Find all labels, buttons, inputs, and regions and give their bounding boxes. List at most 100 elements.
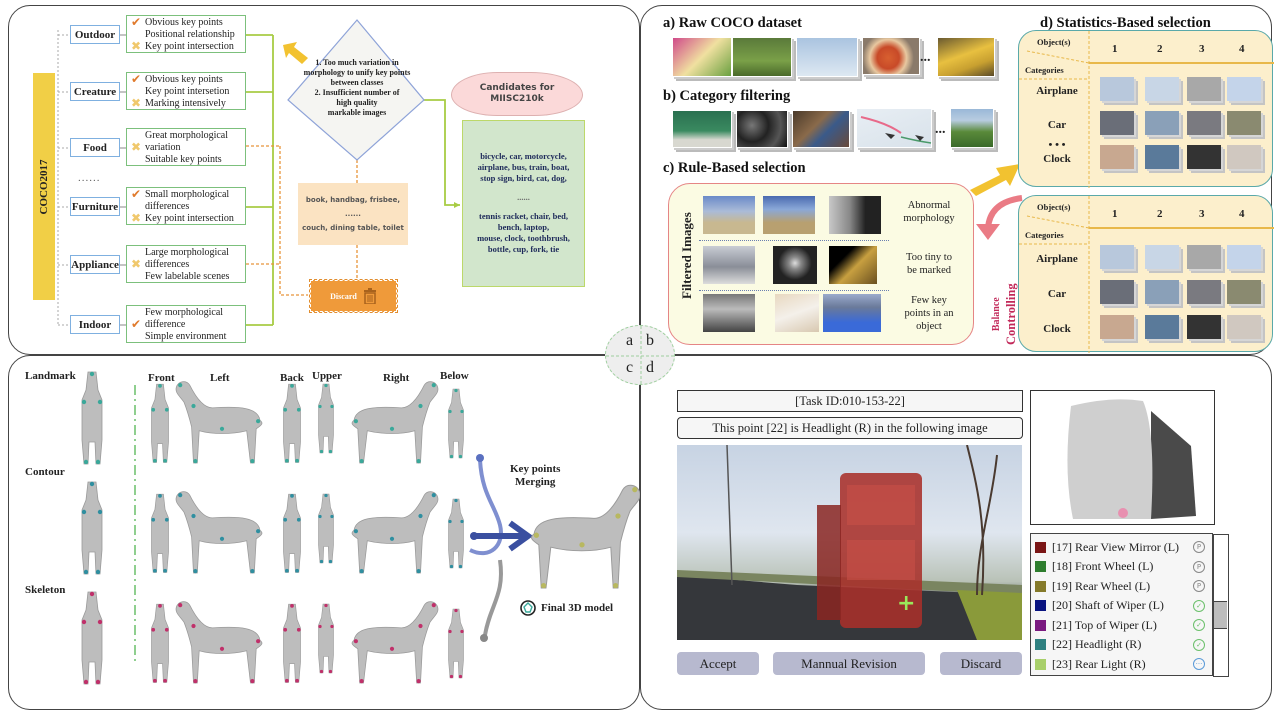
task-id-bar: [Task ID:010-153-22] xyxy=(677,390,1023,412)
stats-thumbnail xyxy=(1187,145,1221,169)
keypoint-dot xyxy=(416,459,421,464)
desc-line: Suitable key points xyxy=(145,154,222,165)
rejected-line: book, handbag, frisbee, xyxy=(305,196,401,204)
stats-thumbnail xyxy=(1187,315,1221,339)
status-in-progress-icon[interactable]: ··· xyxy=(1193,658,1205,670)
keypoint-dot xyxy=(95,679,101,685)
keypoint-dot xyxy=(151,517,156,522)
keypoint-dot xyxy=(283,627,288,632)
panel-b-arrows xyxy=(970,164,1023,240)
rejected-categories-box: book, handbag, frisbee, ...... couch, di… xyxy=(298,183,408,245)
desc-line: Few morphological xyxy=(145,307,224,318)
keypoint-dot xyxy=(330,624,334,629)
keypoint-dot xyxy=(95,459,101,465)
keypoint-dot xyxy=(193,679,198,684)
candidates-cloud: Candidates for MIISC210k xyxy=(452,73,582,115)
keypoint-dot xyxy=(158,604,162,608)
desc-line: differences xyxy=(145,259,190,270)
horse-left-contour xyxy=(175,491,263,574)
keypoint-list-item[interactable]: [17] Rear View Mirror (L)P xyxy=(1035,538,1210,556)
desc-line: Small morphological xyxy=(145,189,230,200)
status-done-icon[interactable]: ✓ xyxy=(1193,619,1205,631)
status-done-icon[interactable]: ✓ xyxy=(1193,638,1205,651)
keypoint-dot xyxy=(418,623,423,629)
keypoint-marker-icon[interactable]: + xyxy=(897,591,916,616)
annotation-image[interactable]: + xyxy=(677,445,1022,640)
pink-curve-arrow-icon xyxy=(985,195,1023,229)
keypoint-list-scrollbar[interactable] xyxy=(1213,534,1229,677)
keypoint-dot xyxy=(97,399,103,405)
status-pending-icon[interactable]: P xyxy=(1193,541,1205,553)
stats-grid-lines xyxy=(1019,196,1274,353)
keypoint-dot xyxy=(250,569,255,574)
merge-line: Key points xyxy=(510,463,561,475)
keypoint-dot xyxy=(290,384,294,388)
stats-thumbnail xyxy=(1145,145,1179,169)
keypoint-list-item[interactable]: [23] Rear Light (R)··· xyxy=(1035,655,1210,673)
stats-thumbnail xyxy=(1100,77,1134,101)
desc-line: Positional relationship xyxy=(145,29,235,40)
horse-main-skeleton xyxy=(81,591,103,685)
check-icon: ✔ xyxy=(131,187,142,201)
keypoint-dot xyxy=(164,407,169,412)
column-header: 4 xyxy=(1239,208,1245,220)
keypoint-list-item[interactable]: [22] Headlight (R)✓ xyxy=(1035,636,1210,654)
keypoint-dot xyxy=(191,623,196,629)
keypoint-dot xyxy=(359,679,364,684)
horse-right-landmark xyxy=(351,381,439,464)
discard-button[interactable]: Discard xyxy=(940,652,1022,675)
desc-line: Marking intensively xyxy=(145,98,226,109)
row-label-contour: Contour xyxy=(25,466,65,478)
keypoint-dot xyxy=(164,627,169,632)
keypoint-dot xyxy=(431,493,436,498)
category-row-label: Clock xyxy=(1043,323,1071,335)
filtered-image-bed xyxy=(775,294,819,332)
panel-label-b: b xyxy=(646,332,654,349)
keypoint-list-item[interactable]: [21] Top of Wiper (L)✓ xyxy=(1035,616,1210,634)
active-keypoint xyxy=(1118,508,1128,518)
view-label-below: Below xyxy=(440,370,469,382)
manual-revision-button[interactable]: Mannual Revision xyxy=(773,652,925,675)
accept-button[interactable]: Accept xyxy=(677,652,759,675)
status-pending-icon[interactable]: P xyxy=(1193,560,1205,573)
keypoint-list-item[interactable]: [18] Front Wheel (L)P xyxy=(1035,558,1210,576)
status-done-icon[interactable]: ✓ xyxy=(1193,599,1205,612)
coco2017-root: COCO2017 xyxy=(33,73,55,300)
scrollbar-thumb[interactable] xyxy=(1214,601,1227,629)
bus-side xyxy=(817,505,841,620)
keypoint-dot xyxy=(191,403,196,409)
keypoint-label: [19] Rear Wheel (L) xyxy=(1052,578,1151,593)
rejected-flow-lines xyxy=(246,145,358,296)
stats-based-title: d) Statistics-Based selection xyxy=(1040,15,1211,31)
stats-thumbnail xyxy=(1227,280,1261,304)
keypoint-dot xyxy=(81,619,87,625)
keypoint-dot xyxy=(219,646,225,651)
horse-upper-landmark xyxy=(318,383,334,454)
view-label-back: Back xyxy=(280,372,304,384)
3d-model-viewer[interactable] xyxy=(1030,390,1215,525)
status-pending-icon[interactable]: P xyxy=(1193,580,1205,592)
keypoint-dot xyxy=(319,669,324,674)
keypoint-dot xyxy=(250,679,255,684)
task-id-text: [Task ID:010-153-22] xyxy=(795,393,905,408)
category-creature: Creature xyxy=(70,82,120,101)
keypoint-dot xyxy=(95,569,101,575)
candidate-line: airplane, bus, train, boat, xyxy=(477,162,570,172)
category-desc-creature: Obvious key points✔Key point intersetion… xyxy=(126,72,246,110)
filtered-image-stop xyxy=(823,294,881,332)
category-row-label: Car xyxy=(1047,288,1067,300)
keypoint-dot xyxy=(579,542,585,548)
rule-line: Few key xyxy=(911,295,947,306)
keypoint-list-item[interactable]: [19] Rear Wheel (L) P xyxy=(1035,577,1210,595)
panel-label-c: c xyxy=(626,359,634,376)
filtered-image-street xyxy=(703,246,755,284)
keypoint-dot xyxy=(97,619,103,625)
keypoint-dot xyxy=(153,678,157,683)
filtered-image-plane-2 xyxy=(763,196,815,234)
trash-icon xyxy=(363,288,376,304)
keypoint-list-item[interactable]: [20] Shaft of Wiper (L)✓ xyxy=(1035,597,1210,615)
keypoint-dot xyxy=(296,407,301,412)
